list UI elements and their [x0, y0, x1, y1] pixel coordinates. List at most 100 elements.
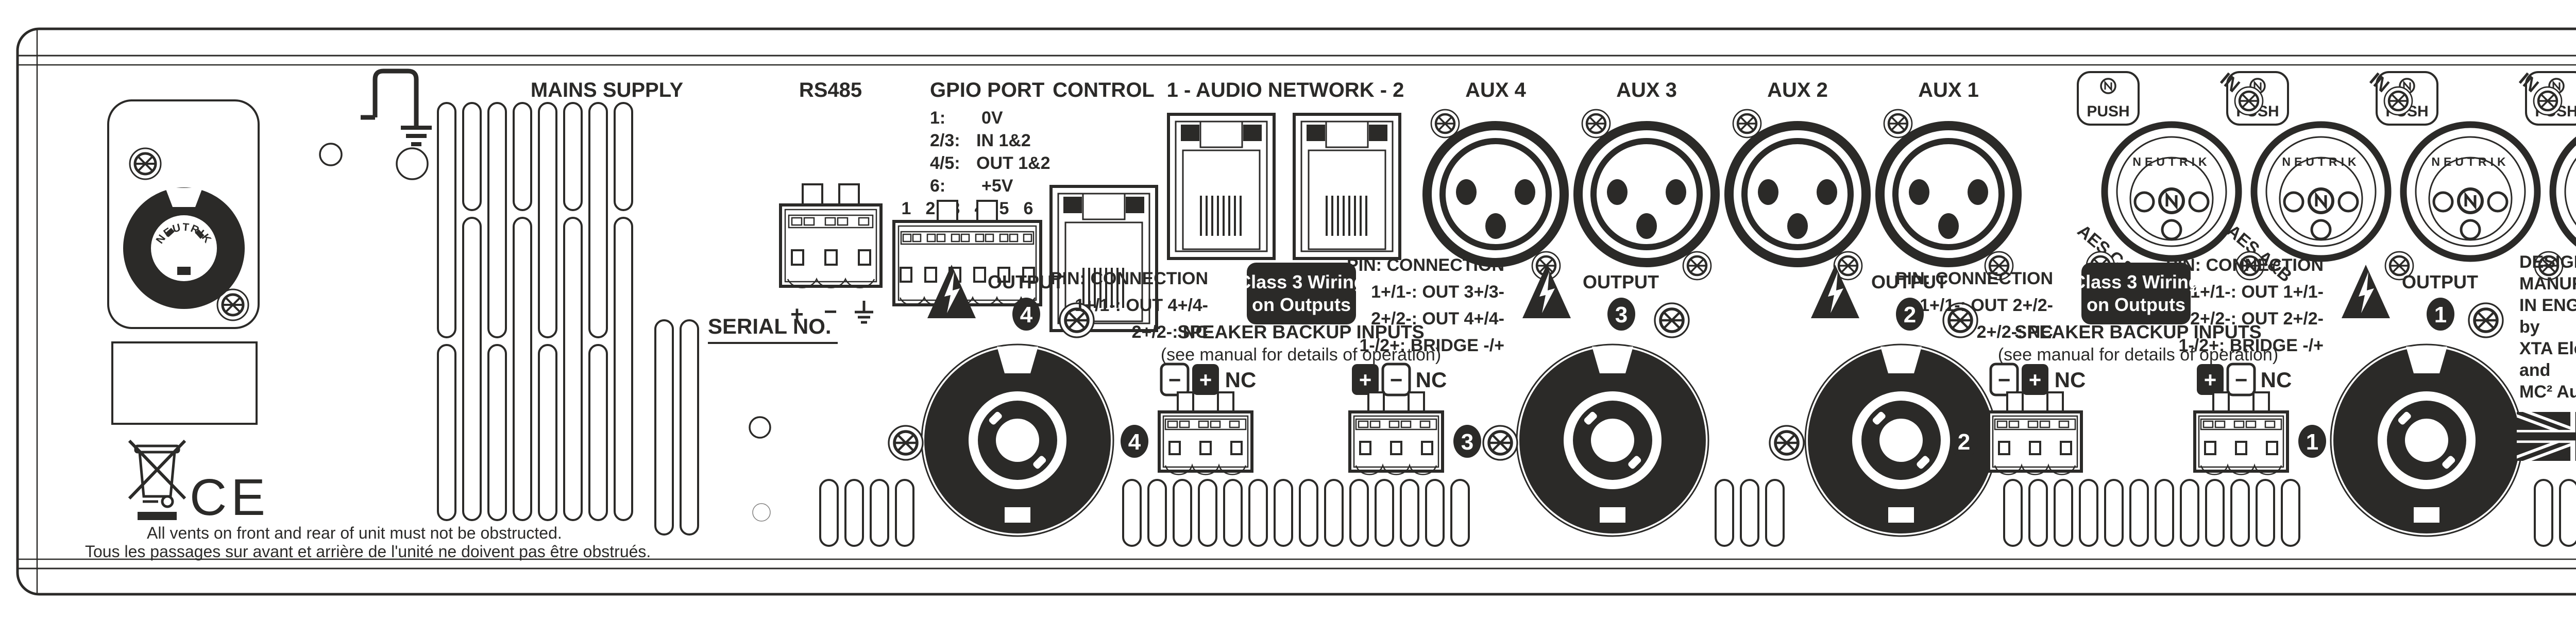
svg-text:1: 1 [902, 199, 911, 218]
backup2-plus: + [2029, 368, 2042, 392]
svg-text:1-/2+: BRIDGE -/+: 1-/2+: BRIDGE -/+ [1359, 336, 1504, 355]
aux1-label: AUX 1 [1918, 79, 1979, 101]
speaker-backup-left: SPEAKER BACKUP INPUTS (see manual for de… [1121, 321, 1481, 475]
svg-text:1+/1-: OUT 1+/1-: 1+/1-: OUT 1+/1- [2190, 282, 2324, 302]
svg-text:PIN: CONNECTION: PIN: CONNECTION [1050, 269, 1208, 288]
output-3-label: OUTPUT [1583, 271, 1659, 292]
earth-ground-icon [361, 68, 432, 146]
vent-strip-bottom [819, 479, 2576, 547]
output-4-number-badge [1012, 298, 1040, 331]
vent-warning-en: All vents on front and rear of unit must… [147, 524, 562, 542]
svg-text:IN ENGLAND: IN ENGLAND [2519, 296, 2576, 315]
output-4-speakon [921, 343, 1114, 537]
svg-text:MANUFACTURED: MANUFACTURED [2519, 274, 2576, 294]
aux2-xlr [1729, 126, 1866, 263]
ce-mark: CE [190, 469, 269, 526]
aux4-xlr [1427, 126, 1564, 263]
backup2-number-badge [1950, 425, 1978, 458]
panel-hole [319, 143, 343, 166]
svg-text:4: 4 [1128, 429, 1141, 455]
audio-network-port-1 [1168, 114, 1274, 258]
svg-text:2+/2-: OUT 2+/2-: 2+/2-: OUT 2+/2- [2190, 309, 2324, 329]
output-4-pin-text: PIN: CONNECTION 1+/1-: OUT 4+/4- 2+/2-: … [1050, 269, 1208, 342]
backup4-nc: NC [1225, 368, 1257, 392]
screw-icon [1733, 110, 1761, 137]
rs485-earth-icon [855, 301, 873, 324]
backup1-minus: − [2235, 368, 2248, 392]
serial-underline [708, 342, 838, 344]
backup-title: SPEAKER BACKUP INPUTS [2014, 321, 2261, 342]
mains-supply-label: MAINS SUPPLY [531, 79, 684, 101]
gpio-port-label: GPIO PORT [930, 79, 1044, 101]
svg-text:PIN: CONNECTION: PIN: CONNECTION [2166, 255, 2324, 275]
speaker-backup-right: SPEAKER BACKUP INPUTS (see manual for de… [1950, 321, 2326, 475]
svg-text:and: and [2519, 360, 2550, 380]
vent-grid-left [437, 102, 699, 536]
svg-text:DESIGNED AND: DESIGNED AND [2519, 252, 2576, 272]
rs485-label: RS485 [799, 79, 862, 101]
output-1-number-badge [2427, 298, 2454, 331]
svg-text:on Outputs: on Outputs [1252, 294, 1351, 315]
aux3-label: AUX 3 [1616, 79, 1677, 101]
manufacturer-text: DESIGNED AND MANUFACTURED IN ENGLAND by … [2519, 252, 2576, 402]
backup-subtitle: (see manual for details of operation) [1161, 345, 1441, 365]
output-3-section: OUTPUT 3 PIN: CONNECTION 1+/1-: OUT 3+/3… [1347, 255, 1709, 537]
output-1-number: 1 [2434, 302, 2447, 327]
screw-icon [130, 148, 161, 179]
backup1-plus: + [2204, 368, 2217, 392]
output-3-pin-text: PIN: CONNECTION 1+/1-: OUT 3+/3- 2+/2-: … [1347, 255, 1504, 355]
output-2-label: OUTPUT [1871, 271, 1947, 292]
backup2-minus: − [1998, 368, 2011, 392]
output-2-number: 2 [1904, 302, 1916, 327]
aux-connectors: AUX 4 AUX 3 AUX 2 AUX 1 [1427, 79, 2017, 280]
in-c-xlr [2254, 125, 2388, 258]
screw-icon [2534, 87, 2562, 115]
svg-text:OUT 1&2: OUT 1&2 [976, 153, 1050, 173]
screw-icon [1884, 110, 1912, 137]
svg-text:PIN: CONNECTION: PIN: CONNECTION [1347, 255, 1504, 275]
screw-icon [1770, 426, 1804, 460]
panel-hole [752, 503, 771, 522]
output-3-number-badge [1607, 298, 1635, 331]
backup-subtitle: (see manual for details of operation) [1998, 345, 2278, 365]
output-4-number: 4 [1020, 302, 1033, 327]
backup3-minus: − [1390, 368, 1403, 392]
screw-icon [1582, 110, 1610, 137]
control-label: CONTROL [1053, 79, 1155, 101]
svg-text:Class 3 Wiring: Class 3 Wiring [2072, 271, 2200, 292]
push-label: PUSH [2087, 103, 2129, 120]
svg-text:1:: 1: [930, 108, 945, 128]
backup4-minus: − [1168, 368, 1181, 392]
svg-text:0V: 0V [981, 108, 1003, 128]
aux3-xlr [1578, 126, 1715, 263]
output-2-section: OUTPUT 2 PIN: CONNECTION 1+/1-: OUT 2+/2… [1770, 265, 2053, 537]
in-d-xlr [2105, 125, 2239, 258]
neutrik-brand-text: NEUTRIK [2282, 155, 2360, 168]
aux2-label: AUX 2 [1767, 79, 1828, 101]
in-b-xlr [2403, 125, 2537, 258]
output-2-number-badge [1896, 298, 1924, 331]
svg-text:on Outputs: on Outputs [2087, 294, 2185, 315]
backup1-number-badge [2298, 425, 2326, 458]
gpio-pin-list: 1:0V 2/3:IN 1&2 4/5:OUT 1&2 6:+5V [930, 108, 1050, 196]
svg-text:1-/2+: BRIDGE -/+: 1-/2+: BRIDGE -/+ [2178, 336, 2324, 355]
audio-network-label: 1 - AUDIO NETWORK - 2 [1167, 79, 1404, 101]
svg-text:1+/1-: OUT 3+/3-: 1+/1-: OUT 3+/3- [1371, 282, 1504, 302]
screw-icon [1431, 110, 1459, 137]
audio-network-port-2 [1294, 114, 1400, 258]
svg-text:by: by [2519, 317, 2540, 337]
backup1-nc: NC [2261, 368, 2292, 392]
class3-badge-left: Class 3 Wiring on Outputs [1238, 263, 1365, 324]
screw-icon [889, 426, 923, 460]
svg-text:6:: 6: [930, 176, 945, 196]
backup2-nc: NC [2055, 368, 2086, 392]
output-1-speakon [2330, 343, 2523, 537]
screw-icon [2384, 87, 2412, 115]
powercon-connector: NEUTRIK [107, 99, 260, 329]
output-3-speakon [1516, 343, 1709, 537]
svg-text:2: 2 [926, 199, 936, 218]
panel-hole [749, 416, 771, 439]
svg-text:PIN: CONNECTION: PIN: CONNECTION [1895, 269, 2053, 288]
rs485-plus-sign: + [790, 302, 804, 327]
vent-warning-fr: Tous les passages sur avant et arrière d… [85, 542, 651, 561]
